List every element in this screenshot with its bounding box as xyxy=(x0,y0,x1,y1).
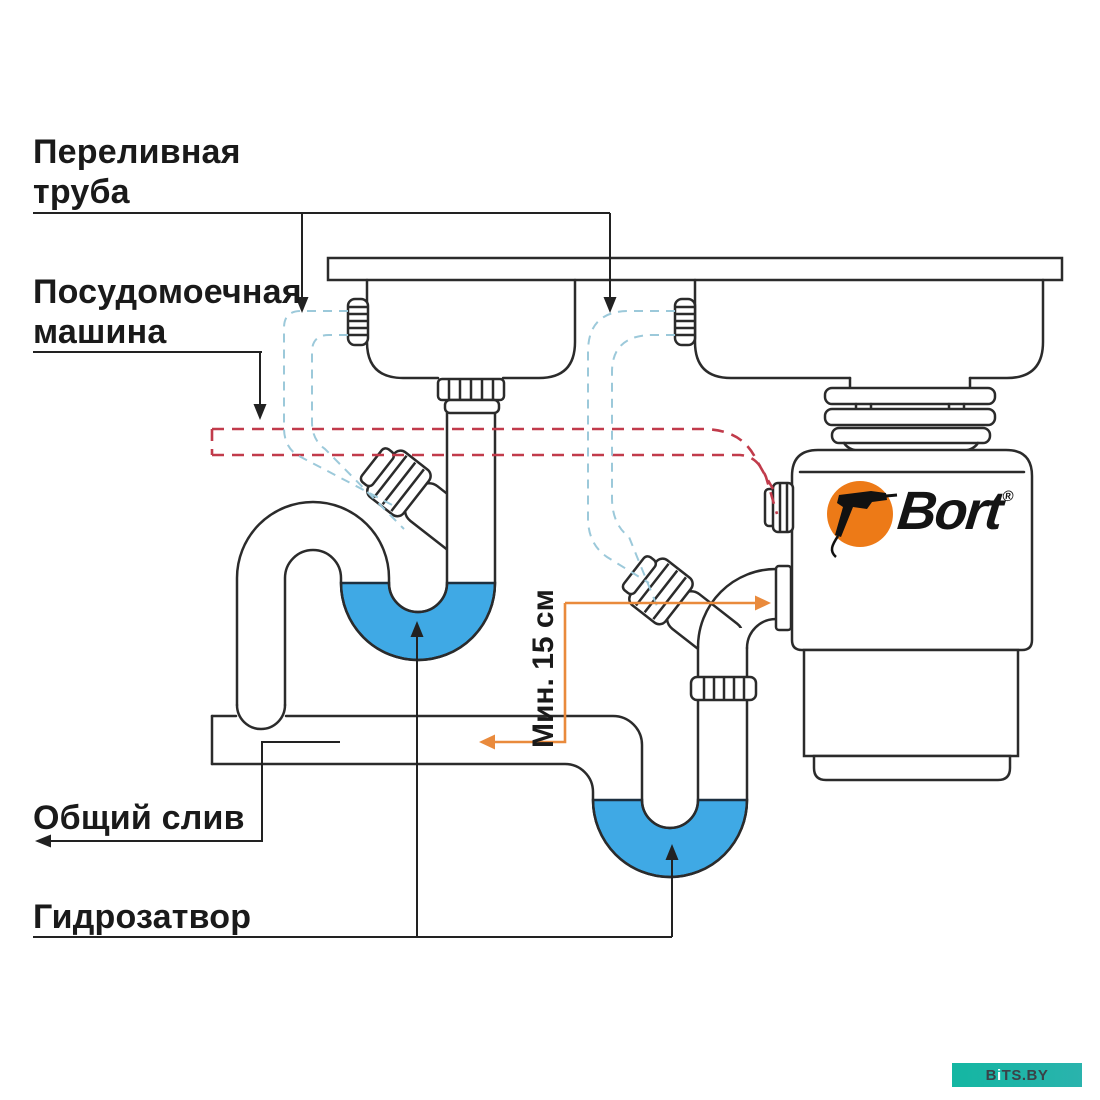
right-trap-water xyxy=(591,798,749,879)
bort-logo-text: Bort® xyxy=(895,480,1016,542)
leader-arrowheads xyxy=(35,297,679,860)
registered-mark: ® xyxy=(1001,488,1015,505)
bort-logo-emblem xyxy=(827,481,898,558)
disposer-motor-housing xyxy=(802,648,1020,758)
water-trap-label: Гидрозатвор xyxy=(33,898,252,936)
watermark-part-i: i xyxy=(996,1066,1002,1084)
disposer-outlet-elbow xyxy=(696,567,778,679)
left-tailpipe-fill xyxy=(448,404,494,580)
overflow-pipe-label: Переливная труба xyxy=(33,132,241,212)
dishwasher-label-line2: машина xyxy=(33,313,167,351)
overflow-hose-dashed xyxy=(283,310,675,607)
left-sink xyxy=(365,278,577,380)
right-downpipe-fill xyxy=(699,628,746,798)
min-distance-label: Мин. 15 см xyxy=(527,589,560,748)
brand-name: Bort xyxy=(894,481,1005,541)
watermark-part-b: B xyxy=(985,1066,997,1084)
watermark-part-rest: TS.BY xyxy=(1001,1066,1049,1084)
dishwasher-hose-dashed xyxy=(210,427,779,515)
overflow-pipe-label-line2: труба xyxy=(33,173,130,211)
left-s-trap xyxy=(235,411,497,731)
common-drain-pipe xyxy=(210,699,749,879)
drill-cord xyxy=(830,535,840,558)
overflow-pipe-label-line1: Переливная xyxy=(33,133,241,171)
outlet-flange xyxy=(774,564,793,632)
disposer-inlet-barb xyxy=(763,481,795,534)
left-drain-flange xyxy=(436,377,506,415)
left-overflow-connector xyxy=(346,297,370,347)
min-height-dimension xyxy=(494,601,756,744)
disposer-mount-rings xyxy=(823,386,997,453)
dimension-arrowheads xyxy=(479,595,771,750)
disposer-bottom-cap xyxy=(812,754,1012,782)
countertop xyxy=(326,256,1064,282)
leader-lines xyxy=(33,212,673,938)
pipework xyxy=(210,256,1064,879)
common-drain-label: Общий слив xyxy=(33,799,245,837)
dishwasher-label-line1: Посудомоечная xyxy=(33,273,302,311)
right-overflow-connector xyxy=(673,297,697,347)
right-sink xyxy=(693,278,1045,380)
dishwasher-label: Посудомоечная машина xyxy=(33,272,302,352)
drill-icon xyxy=(835,491,887,537)
